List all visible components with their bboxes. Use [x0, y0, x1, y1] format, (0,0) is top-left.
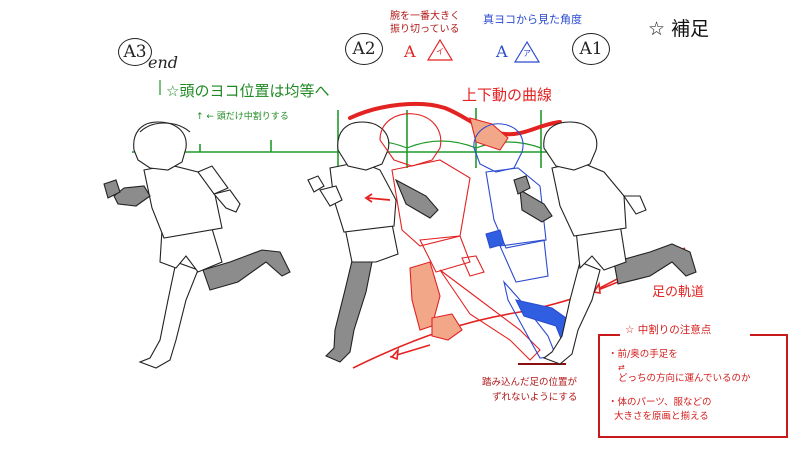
key-a2-label: A2	[352, 39, 376, 59]
notes-box-title: ☆ 中割りの注意点	[622, 325, 715, 336]
notes-bullet1-line1: ・前/奥の手足を	[608, 349, 678, 360]
notes-bullet2-line2: 大きさを原画と揃える	[614, 411, 709, 422]
notes-bullet1-line2: どっちの方向に運んでいるのか	[618, 373, 751, 384]
updown-curve	[348, 101, 562, 137]
red-triangle-key	[426, 38, 454, 61]
key-a2: A2	[345, 33, 383, 65]
red-note-line2: 振り切っている	[390, 24, 460, 35]
notes-bullet2-line1: ・体のパーツ、服などの	[608, 397, 712, 408]
key-a3-label: A3	[123, 42, 147, 62]
key-a3-end: end	[148, 53, 179, 72]
head-position-note: ☆頭のヨコ位置は均等へ	[166, 82, 330, 100]
blue-note: 真ヨコから見た角度	[483, 13, 582, 26]
blue-tri-label: ア	[523, 49, 531, 58]
red-tri-label: イ	[436, 47, 444, 56]
foot-trajectory-label: 足の軌道	[652, 285, 705, 300]
updown-curve-label: 上下動の曲線	[462, 86, 553, 104]
figure-a3	[103, 121, 291, 369]
figure-a1	[513, 121, 697, 365]
foot-plant-note-line1: 踏み込んだ足の位置が	[482, 377, 578, 388]
sheet-title: ☆ 補足	[648, 18, 710, 40]
box-border-right	[750, 334, 786, 336]
key-a1-label: A1	[579, 39, 603, 59]
box-border-left	[600, 334, 620, 336]
inbetween-notes-box	[598, 334, 788, 438]
notes-bullet1-arrows: ⇄	[618, 363, 625, 372]
blue-key-mark: A	[496, 42, 508, 61]
foot-plant-note-line2: ずれないようにする	[492, 392, 578, 403]
figure-inbetween-red	[364, 113, 541, 361]
red-key-mark: A	[404, 42, 416, 61]
key-a1: A1	[572, 33, 610, 65]
key-a3: A3	[118, 38, 152, 66]
figure-a2	[307, 121, 439, 363]
head-sub-note: ↑ ← 頭だけ中割りする	[196, 112, 289, 122]
blue-triangle-key	[513, 40, 541, 63]
red-note-line1: 腕を一番大きく	[390, 11, 460, 22]
